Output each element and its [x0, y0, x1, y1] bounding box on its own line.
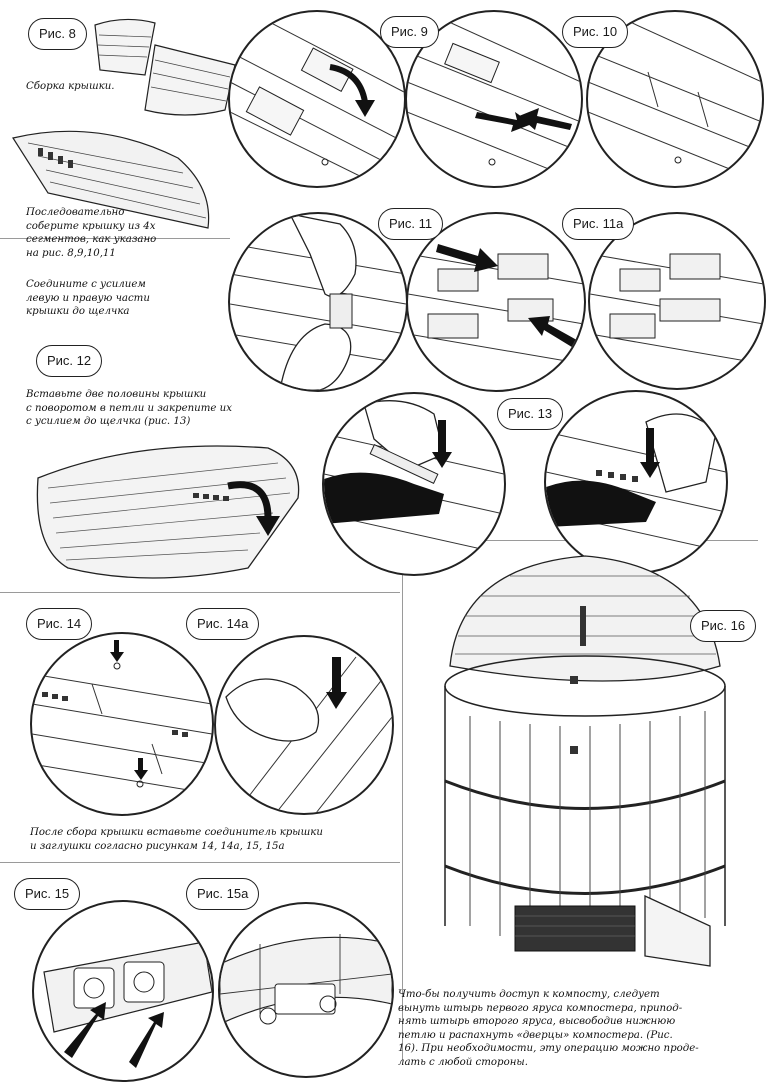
figure-label-11a: Рис. 11а — [562, 208, 635, 240]
figure-13-press-circle — [544, 390, 728, 574]
caption-sequential-assembly: Последовательно соберите крышку из 4х се… — [26, 207, 157, 259]
half-lid-drawing — [12, 130, 210, 229]
figure-13-hand-circle — [322, 392, 506, 576]
figure-15-circle — [32, 900, 214, 1082]
figure-label-15: Рис. 15 — [14, 878, 81, 910]
figure-label-15a: Рис. 15а — [186, 878, 260, 910]
divider-line — [402, 540, 403, 1060]
figure-label-8: Рис. 8 — [28, 18, 87, 50]
divider-line — [0, 238, 230, 239]
lid-segments-drawing — [94, 18, 236, 116]
figure-label-9: Рис. 9 — [380, 16, 439, 48]
divider-line — [0, 862, 400, 863]
figure-label-14a: Рис. 14а — [186, 608, 260, 640]
caption-connect-halves: Соедините с усилием левую и правую части… — [26, 279, 150, 317]
figure-label-14: Рис. 14 — [26, 608, 93, 640]
caption-lid-assembly: Сборка крышки. — [26, 81, 115, 92]
figure-label-12: Рис. 12 — [36, 345, 103, 377]
figure-11-clips-circle — [406, 212, 586, 392]
figure-label-16: Рис. 16 — [690, 610, 757, 642]
lid-halves-rotation-drawing — [36, 445, 300, 579]
figure-15a-circle — [218, 902, 394, 1078]
figure-11a-circle — [588, 212, 766, 390]
figure-14a-circle — [214, 635, 394, 815]
caption-access-compost: Что-бы получить доступ к компосту, следу… — [398, 989, 699, 1068]
caption-after-assembly: После сбора крышки вставьте соединитель … — [30, 827, 323, 852]
figure-label-10: Рис. 10 — [562, 16, 629, 48]
figure-14-circle — [30, 632, 214, 816]
figure-label-13: Рис. 13 — [497, 398, 564, 430]
figure-9-circle — [228, 10, 406, 188]
figure-11-hands-circle — [228, 212, 408, 392]
figure-label-11: Рис. 11 — [378, 208, 444, 240]
caption-insert-halves: Вставьте две половины крышки с поворотом… — [26, 389, 232, 427]
divider-line — [0, 592, 400, 593]
composter-drawing — [444, 555, 726, 967]
